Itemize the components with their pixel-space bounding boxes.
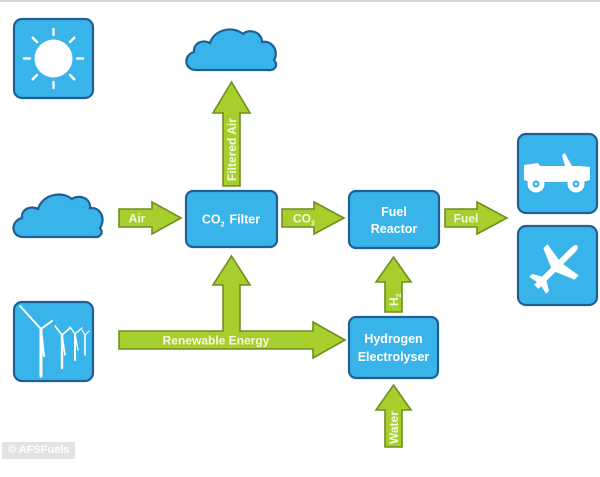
fuel-reactor-label-line2: Reactor (371, 222, 418, 236)
wind-node (12, 300, 95, 383)
hydrogen-electrolyser-label-line2: Electrolyser (358, 350, 430, 364)
fuel-reactor-label-line1: Fuel (381, 205, 407, 219)
water-arrow: Water (374, 383, 413, 448)
wind-turbines-icon (19, 305, 90, 378)
top-border (0, 0, 600, 2)
plane-node (516, 224, 599, 307)
fuel-label: Fuel (454, 212, 479, 226)
fuel-reactor-node: Fuel Reactor (347, 189, 441, 250)
fuel-arrow: Fuel (444, 200, 509, 236)
cloud-top-node (185, 28, 278, 72)
image-credit: © AFSFuels (2, 442, 76, 459)
hydrogen-electrolyser-node: Hydrogen Electrolyser (347, 315, 440, 380)
filtered-air-arrow: Filtered Air (211, 80, 252, 187)
air-label: Air (129, 212, 146, 226)
h2-arrow: H2 (374, 255, 413, 313)
h2-label: H2 (387, 293, 403, 306)
air-arrow: Air (118, 200, 183, 236)
cloud-left-node (12, 193, 104, 239)
filtered-air-label: Filtered Air (225, 118, 239, 181)
water-label: Water (387, 411, 401, 444)
jeep-icon (524, 153, 590, 193)
cloud-icon (12, 193, 104, 239)
sun-node (12, 17, 95, 100)
co2-label: CO2 (293, 212, 315, 228)
cloud-icon (185, 28, 278, 72)
renewable-energy-arrow: Renewable Energy (118, 254, 347, 360)
airplane-icon (529, 244, 579, 294)
renewable-energy-label: Renewable Energy (163, 334, 270, 348)
jeep-node (516, 132, 599, 215)
hydrogen-electrolyser-label-line1: Hydrogen (364, 332, 422, 346)
sun-icon (22, 27, 85, 90)
co2-arrow: CO2 (281, 200, 346, 236)
